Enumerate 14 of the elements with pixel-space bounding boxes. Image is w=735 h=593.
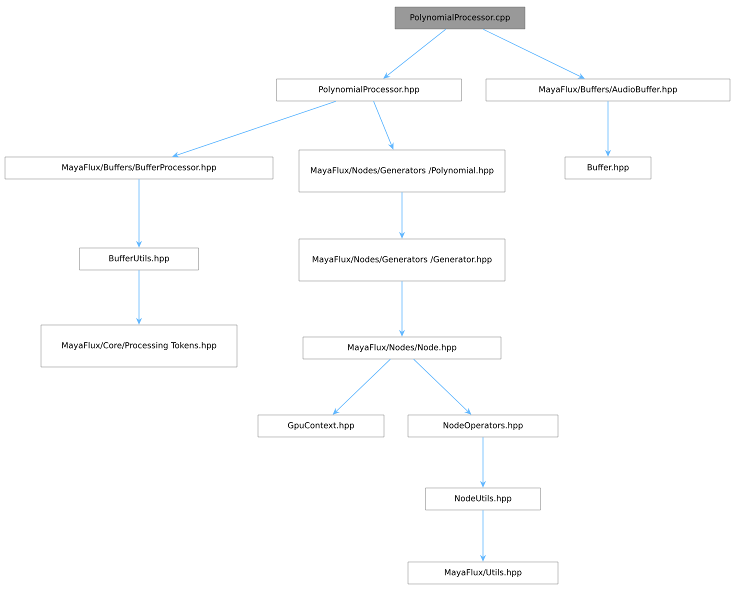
file-box: MayaFlux/Buffers/AudioBuffer.hpp: [486, 78, 730, 102]
file-box: MayaFlux/Utils.hpp: [408, 562, 558, 584]
file-box: PolynomialProcessor.hpp: [276, 78, 462, 102]
file-box: MayaFlux/Nodes/Generators /Polynomial.hpp: [298, 150, 506, 192]
file-box: MayaFlux/Nodes/Generators /Generator.hpp: [298, 238, 506, 282]
file-box: MayaFlux/Nodes/Node.hpp: [302, 336, 502, 360]
file-box: BufferUtils.hpp: [79, 248, 199, 270]
file-box: GpuContext.hpp: [258, 414, 384, 438]
file-box: PolynomialProcessor.cpp: [394, 6, 526, 30]
file-box: MayaFlux/Core/Processing Tokens.hpp: [40, 324, 238, 368]
file-box: NodeUtils.hpp: [425, 488, 541, 510]
file-box: Buffer.hpp: [564, 156, 652, 180]
file-box: NodeOperators.hpp: [408, 414, 558, 438]
file-box: MayaFlux/Buffers/BufferProcessor.hpp: [4, 156, 274, 180]
